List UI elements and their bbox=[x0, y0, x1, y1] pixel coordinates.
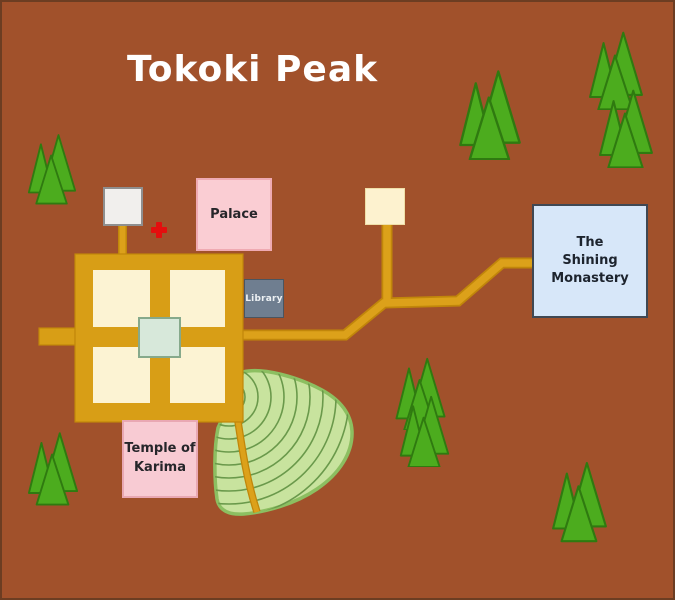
monastery-label: The Shining Monastery bbox=[551, 234, 629, 287]
city-grid bbox=[38, 253, 244, 423]
library-label: Library bbox=[245, 293, 283, 304]
central-plaza bbox=[138, 317, 181, 358]
library-building: Library bbox=[244, 279, 284, 318]
palace-building: Palace bbox=[196, 178, 272, 251]
tree-cluster-icon bbox=[27, 134, 77, 205]
cream-square-building bbox=[365, 188, 405, 225]
temple-building: Temple of Karima bbox=[122, 420, 198, 498]
map-title: Tokoki Peak bbox=[127, 49, 379, 90]
palace-label: Palace bbox=[210, 207, 258, 222]
white-square-building bbox=[103, 187, 143, 226]
tree-cluster-icon bbox=[27, 432, 79, 506]
monastery-building: The Shining Monastery bbox=[532, 204, 648, 318]
road-network bbox=[118, 224, 532, 341]
tree-cluster-icon bbox=[551, 461, 608, 543]
red-cross-marker bbox=[151, 222, 167, 238]
temple-label: Temple of Karima bbox=[124, 441, 196, 475]
tree-cluster-icon bbox=[459, 70, 521, 160]
